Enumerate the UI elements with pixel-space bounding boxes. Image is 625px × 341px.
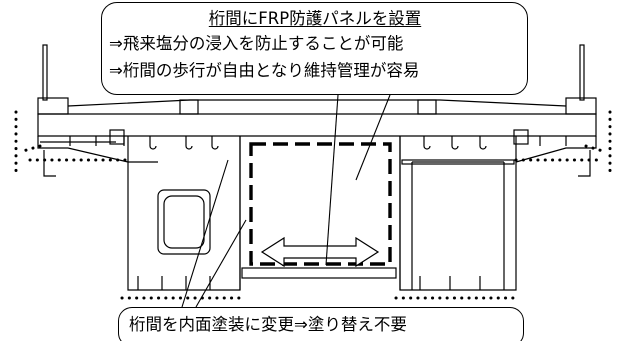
deck-bump-1	[179, 99, 199, 115]
left-dotted-boundary-diagonal	[18, 144, 42, 154]
right-railing-post	[579, 44, 585, 101]
deck-bump-2	[417, 99, 437, 115]
deck-slab-outline	[37, 113, 597, 137]
left-girder-scupper-inner	[163, 195, 205, 249]
top-callout-box: 桁間にFRP防護パネルを設置 ⇒飛来塩分の浸入を防止することが可能 ⇒桁間の歩行…	[101, 2, 528, 95]
top-callout-line-1: ⇒飛来塩分の浸入を防止することが可能	[109, 34, 404, 53]
frp-panel-dashed-enclosure	[249, 142, 392, 266]
right-drain-pipe	[578, 150, 591, 177]
left-railing-post	[42, 44, 48, 101]
top-callout-leader-2	[355, 94, 391, 181]
bottom-callout-leader-1	[181, 159, 229, 308]
walkway-plate	[241, 267, 397, 279]
left-girder-scupper-outer	[157, 189, 211, 255]
bottom-callout-box: 桁間を内面塗装に変更⇒塗り替え不要	[118, 307, 524, 341]
left-bearing	[109, 129, 125, 145]
right-girder	[399, 136, 517, 291]
bottom-callout-leader-2	[195, 219, 247, 308]
right-girder-web	[401, 159, 515, 165]
bottom-callout-text: 桁間を内面塗装に変更⇒塗り替え不要	[129, 315, 407, 334]
deck-crown-line	[67, 99, 567, 107]
right-overhang	[515, 136, 597, 163]
top-callout-leader-1	[325, 94, 339, 266]
walkway-double-arrow	[260, 236, 380, 268]
top-callout-line-2: ⇒桁間の歩行が自由となり維持管理が容易	[109, 61, 420, 80]
left-overhang	[37, 136, 129, 163]
top-callout-heading: 桁間にFRP防護パネルを設置	[208, 9, 422, 28]
right-girder-inner	[411, 161, 505, 290]
left-girder	[127, 136, 241, 291]
girder-feet	[137, 276, 481, 290]
left-drain-pipe	[43, 150, 56, 177]
right-bearing	[513, 129, 529, 145]
